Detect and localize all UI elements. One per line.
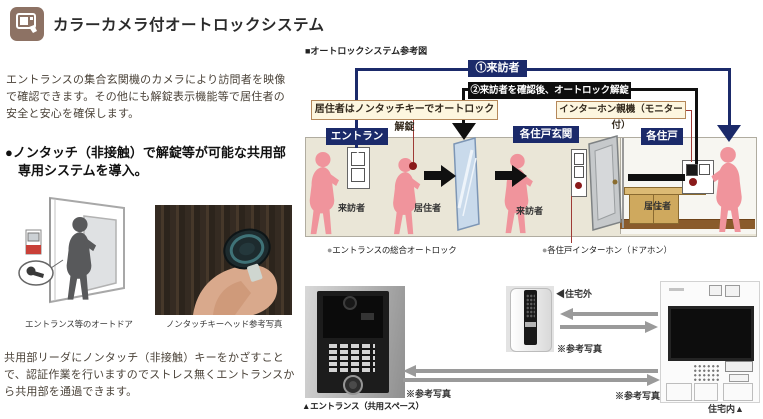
signal-arrow-long-right xyxy=(647,374,660,386)
signal-arrow-short-left xyxy=(560,308,573,320)
speaker-grill xyxy=(693,364,719,381)
step1-box: ①来訪者 xyxy=(468,60,527,77)
camera-icon xyxy=(343,296,357,310)
key-fob-dot xyxy=(409,162,417,170)
entrance-panel xyxy=(317,291,389,395)
gray-bullet-icon: ● xyxy=(542,245,548,255)
key-photo-caption: ノンタッチキーヘッド参考写真 xyxy=(166,319,283,329)
entrance-panel-photo xyxy=(305,286,405,398)
zone-entrance: エントランス xyxy=(326,128,388,159)
diagram-heading: ■オートロックシステム参考図 xyxy=(305,46,428,56)
monitor-photo xyxy=(660,281,760,403)
outside-label: ◀住宅外 xyxy=(556,289,593,299)
flow-line-monitor-up xyxy=(695,88,698,164)
entrance-panel-device xyxy=(347,147,370,189)
ref-photo-label-2: ※参考写真 xyxy=(406,389,452,399)
page-title: カラーカメラ付オートロックシステム xyxy=(53,17,325,34)
visitor2-label: 来訪者 xyxy=(516,206,544,216)
resident2-label: 居住者 xyxy=(644,201,672,211)
visitor1-label: 来訪者 xyxy=(338,203,366,213)
flow-line-visitor-across xyxy=(355,68,731,71)
monitor-connection-bar xyxy=(628,174,685,181)
monitor-callout-line-h xyxy=(684,110,692,111)
doorphone-callout-line xyxy=(571,196,572,243)
walk-arrow1-head xyxy=(441,165,456,187)
person-silhouette-visitor-entrance xyxy=(303,151,341,241)
entrance-photo-caption: ▲エントランス（共用スペース） xyxy=(302,401,424,411)
monitor-screen xyxy=(668,306,754,361)
person-silhouette-resident-unit xyxy=(705,146,753,239)
flow-line-visitor-down xyxy=(728,68,731,126)
feature-heading: ●ノンタッチ（非接触）で解錠等が可能な共用部 専用システムを導入。 xyxy=(5,145,286,178)
gray-bullet-icon: ● xyxy=(327,245,333,255)
resident1-label: 居住者 xyxy=(414,203,442,213)
person-silhouette-resident-entrance xyxy=(387,157,422,241)
intro-paragraph: エントランスの集合玄関機のカメラにより訪問者を映像で確認できます。その他にも解錠… xyxy=(6,74,286,120)
ref-photo-label-3: ※参考写真 xyxy=(615,391,661,401)
step2-box: ②来訪者を確認後、オートロック解錠 xyxy=(468,82,631,99)
unit-open-door xyxy=(586,134,628,237)
intercom-icon xyxy=(10,7,44,41)
unit-floor xyxy=(620,219,755,229)
arrow-down-to-resident xyxy=(717,125,741,142)
key-callout-line xyxy=(413,119,414,165)
walk-arrow1-shaft xyxy=(424,171,441,180)
unit-interphone-label: ●各住戸インターホン（ドアホン） xyxy=(542,245,672,255)
zone-unit-door: 各住戸玄関 xyxy=(513,126,579,143)
entrance-lock-label: ●エントランスの総合オートロック xyxy=(327,245,457,255)
call-button xyxy=(343,375,363,395)
zone-unit: 各住戸 xyxy=(641,128,683,145)
cabinet xyxy=(629,194,679,224)
ref-photo-label-1: ※参考写真 xyxy=(557,344,603,354)
walk-arrow2-head xyxy=(512,165,527,187)
doorbell-photo xyxy=(506,286,554,352)
signal-arrow-short-right xyxy=(645,321,658,333)
doorbell-keypad xyxy=(526,294,535,318)
arrow-down-to-door xyxy=(452,123,476,140)
closing-paragraph: 共用部リーダにノンタッチ（非接触）キーをかざすことで、認証作業を行いますのでスト… xyxy=(4,352,295,398)
monitor-callout-line-v xyxy=(691,110,692,162)
non-touch-key-photo xyxy=(155,205,292,315)
walk-arrow2-shaft xyxy=(495,171,512,180)
doorphone-device xyxy=(571,149,587,197)
inside-label: 住宅内▲ xyxy=(708,404,744,414)
resident-key-note: 居住者はノンタッチキーでオートロック解錠 xyxy=(311,100,498,133)
signal-arrow-long-left xyxy=(403,365,416,377)
auto-door-caption: エントランス等のオートドア xyxy=(25,319,133,329)
entrance-glass-door xyxy=(450,136,482,237)
auto-door-illustration xyxy=(10,190,133,316)
monitor-note: インターホン親機（モニター付） xyxy=(556,101,686,131)
keypad xyxy=(329,344,375,372)
